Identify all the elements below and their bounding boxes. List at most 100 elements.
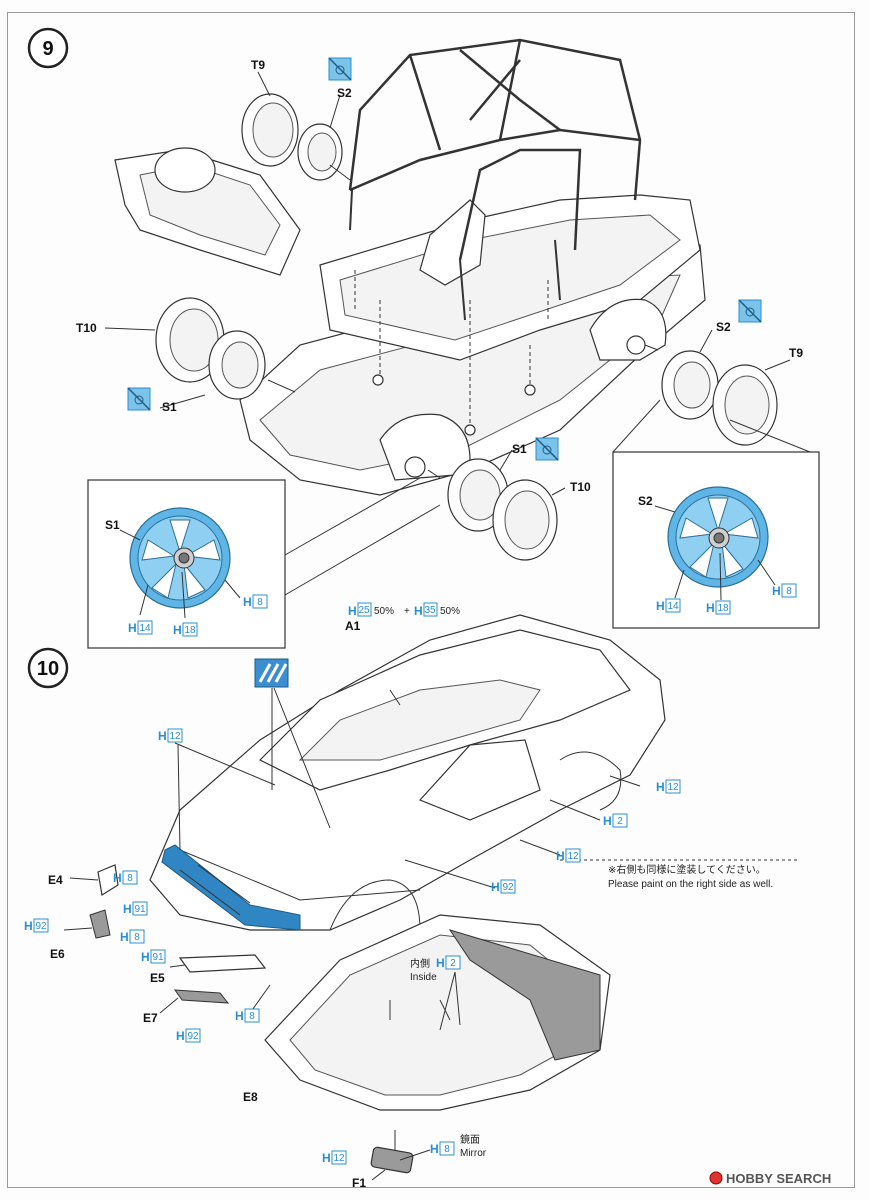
svg-text:H: H [128,621,137,635]
step-10-marker: 10 [27,647,69,689]
no-glue-icon-left [127,387,151,411]
svg-text:8: 8 [257,597,263,608]
svg-text:H: H [24,919,33,933]
svg-text:92: 92 [502,882,514,893]
step-9-marker: 9 [27,27,69,69]
step-10-number: 10 [37,658,59,680]
svg-text:H: H [141,950,150,964]
svg-text:50%: 50% [374,606,394,617]
small-parts [63,864,267,1014]
svg-text:H: H [772,584,781,598]
label-e6: E6 [50,947,65,961]
label-s1-left: S1 [162,400,177,414]
mirror-f1 [370,1130,431,1181]
svg-text:92: 92 [35,921,47,932]
note-japanese: ※右側も同様に塗装してください。 [608,863,766,876]
label-e5: E5 [150,971,165,985]
svg-text:8: 8 [127,873,133,884]
svg-text:18: 18 [717,603,729,614]
svg-text:12: 12 [333,1153,345,1164]
no-glue-icon-right [738,299,762,323]
svg-text:H: H [706,601,715,615]
detail-left-part-label: S1 [105,518,120,532]
label-s2-top: S2 [337,86,352,100]
svg-text:35: 35 [424,605,436,616]
svg-text:H: H [656,780,665,794]
svg-text:14: 14 [667,601,679,612]
svg-text:H: H [158,729,167,743]
svg-text:H: H [243,595,252,609]
label-t9-top: T9 [251,58,265,72]
svg-text:H: H [123,902,132,916]
svg-text:H: H [120,930,129,944]
svg-text:8: 8 [444,1144,450,1155]
no-glue-icon-top [328,57,352,81]
label-a1: A1 [345,619,361,633]
svg-text:12: 12 [567,851,579,862]
detail-panel-s2: S2 [612,399,820,629]
label-t10-left: T10 [76,321,97,335]
svg-text:14: 14 [139,623,151,634]
svg-text:8: 8 [134,932,140,943]
svg-text:H: H [430,1142,439,1156]
svg-text:H: H [414,604,423,618]
svg-text:H: H [656,599,665,613]
svg-text:H: H [173,623,182,637]
svg-text:H: H [113,871,122,885]
rear-top-wheel-group: T9 S2 [241,57,352,181]
svg-text:H: H [603,814,612,828]
watermark-text: HOBBY SEARCH [726,1171,831,1186]
svg-text:91: 91 [152,952,164,963]
svg-text:2: 2 [450,958,456,969]
svg-text:H: H [322,1151,331,1165]
window-assembly-e8 [264,914,611,1111]
svg-text:H: H [348,604,357,618]
watermark: HOBBY SEARCH [709,1171,831,1186]
svg-text:12: 12 [169,731,181,742]
label-t9-right: T9 [789,346,803,360]
body-shell [149,614,666,931]
svg-text:12: 12 [667,782,679,793]
detail-right-part-label: S2 [638,494,653,508]
svg-text:H: H [235,1009,244,1023]
svg-text:18: 18 [184,625,196,636]
svg-text:92: 92 [187,1031,199,1042]
page-frame [7,12,855,1188]
paint-icon [254,658,289,688]
svg-text:H: H [436,956,445,970]
mirror-jp: 鏡面 [460,1133,480,1146]
label-t10-bottom: T10 [570,480,591,494]
front-bottom-wheel-group: S1 T10 [404,437,591,561]
svg-text:2: 2 [617,816,623,827]
label-s1-bottom: S1 [512,442,527,456]
inside-jp: 内側 [410,957,430,970]
svg-text:25: 25 [358,605,370,616]
svg-text:+: + [404,606,410,617]
label-s2-right: S2 [716,320,731,334]
no-glue-icon-bottom [535,437,559,461]
label-e7: E7 [143,1011,158,1025]
svg-text:H: H [491,880,500,894]
